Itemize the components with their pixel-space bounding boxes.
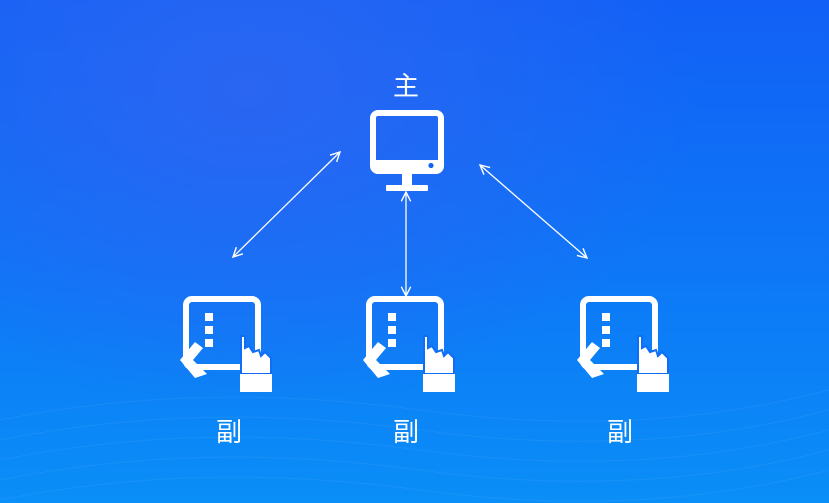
slave-label-3: 副 <box>606 418 633 448</box>
slave-label-2: 副 <box>392 418 419 448</box>
monitor-icon <box>370 110 444 191</box>
tablet-touch-icon <box>574 296 670 392</box>
tablet-touch-icon <box>177 296 273 392</box>
master-label: 主 <box>392 72 419 102</box>
connection-arrow-left <box>233 152 340 257</box>
connection-arrow-right <box>480 165 587 258</box>
slave-label-1: 副 <box>215 418 242 448</box>
tablet-touch-icon <box>360 296 456 392</box>
